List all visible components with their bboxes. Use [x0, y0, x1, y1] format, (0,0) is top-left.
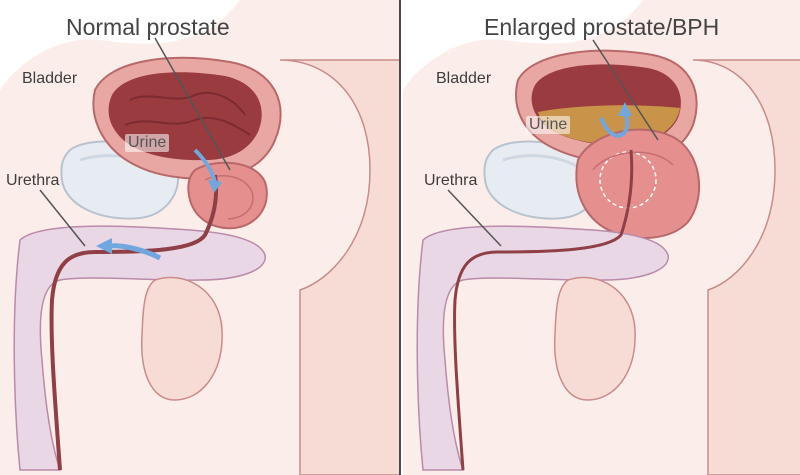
- title-leader-line: [154, 37, 231, 171]
- urethra-leader-line: [447, 189, 502, 247]
- urethra-label: Urethra: [6, 172, 60, 189]
- thigh-shape: [692, 59, 800, 475]
- urine-flow-arrow-urethra: [109, 243, 162, 261]
- corpus-spongiosum: [416, 225, 669, 471]
- bladder-label: Bladder: [22, 70, 78, 87]
- urine-flow-arrowhead-urethra: [96, 238, 112, 254]
- lower-body-shape: [554, 276, 636, 401]
- bladder-label: Bladder: [436, 70, 492, 87]
- panel-divider: [399, 0, 401, 475]
- enlarged-prostate: [575, 128, 701, 239]
- urine-flow-arrow: [193, 148, 217, 183]
- urethra-path: [453, 149, 634, 471]
- thigh-shape: [279, 59, 400, 475]
- prostate-lobe-line: [204, 175, 254, 220]
- urethra-label: Urethra: [424, 172, 478, 189]
- lower-body-shape: [141, 276, 223, 401]
- title-leader-line: [592, 39, 659, 141]
- urethra-path: [49, 174, 219, 471]
- urine-flow-arrowhead: [618, 102, 632, 116]
- normal-prostate-title: Normal prostate: [66, 14, 230, 40]
- normal-prostate-illustration: [0, 0, 400, 475]
- enlarged-prostate-panel: Enlarged prostate/BPH Bladder Urine Uret…: [402, 0, 800, 475]
- corpus-spongiosum: [13, 225, 266, 471]
- urine-flow-arrow: [599, 111, 630, 138]
- urine-label: Urine: [125, 134, 170, 152]
- urine-label: Urine: [526, 116, 571, 134]
- normal-prostate-panel: Normal prostate Bladder Urine Urethra: [0, 0, 400, 475]
- bladder-fold: [129, 92, 246, 116]
- bladder-fold: [124, 116, 251, 136]
- prostate: [187, 161, 268, 230]
- urethra-leader-line: [39, 189, 86, 247]
- urine-flow-arrowhead: [208, 180, 222, 193]
- enlarged-prostate-title: Enlarged prostate/BPH: [484, 14, 720, 40]
